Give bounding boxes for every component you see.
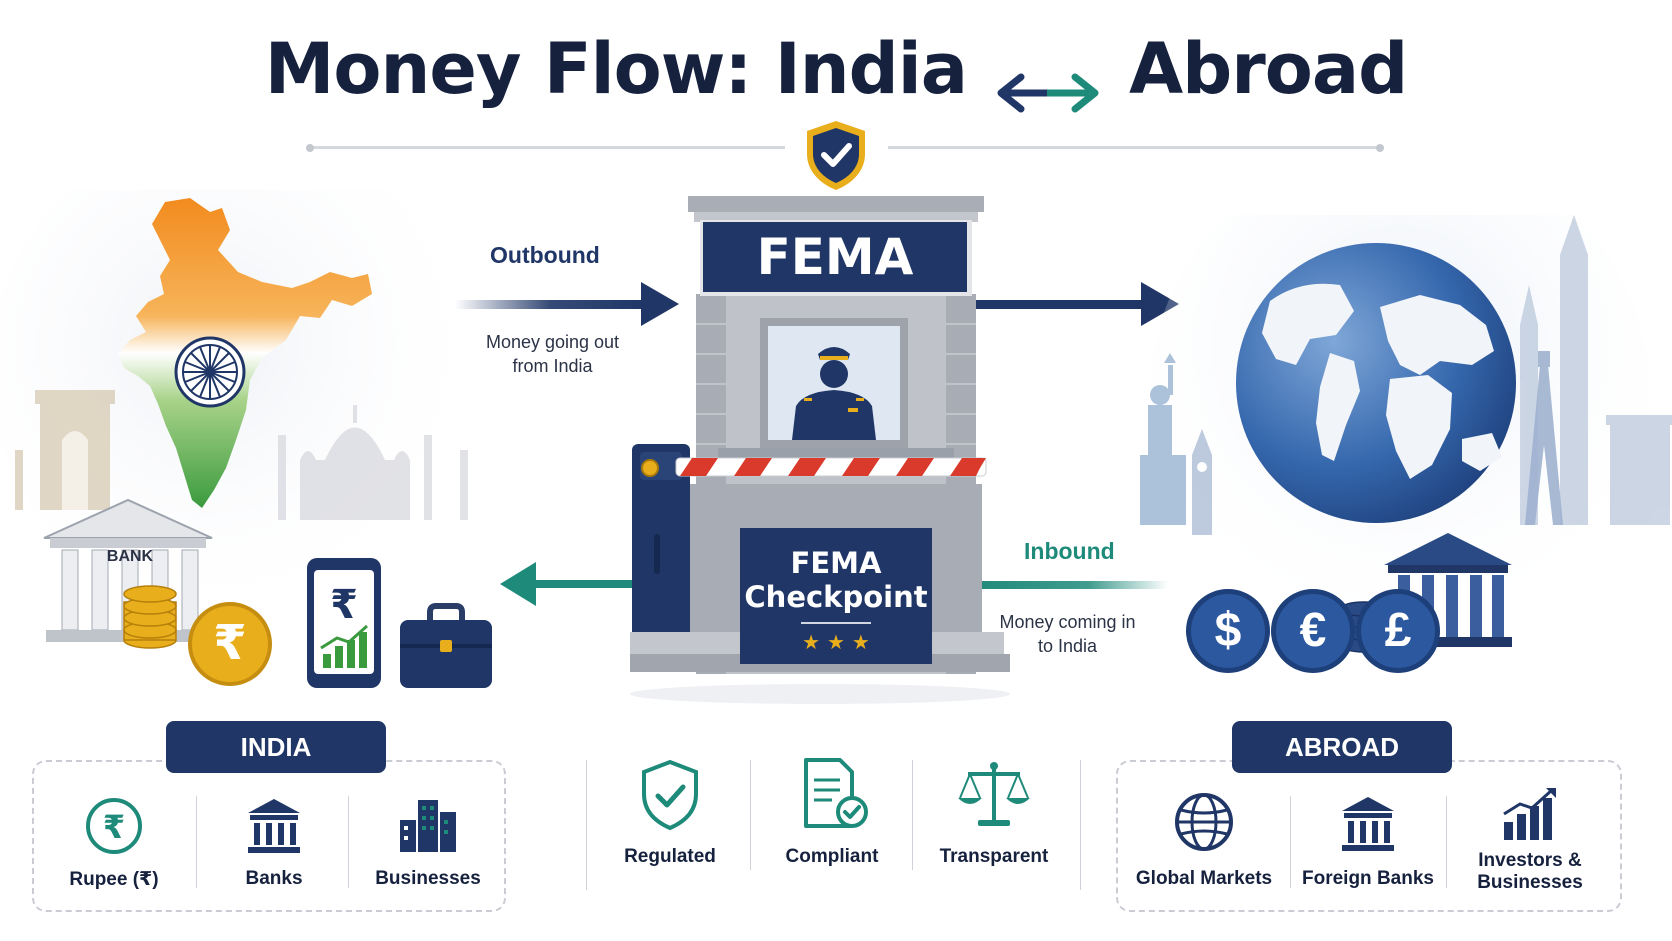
- rupee-coin: ₹: [188, 602, 272, 686]
- divider-dot-right: [1376, 144, 1384, 152]
- inbound-description: Money coming in to India: [990, 610, 1145, 658]
- investors-line2: Businesses: [1477, 872, 1583, 893]
- india-separator-1: [196, 796, 197, 888]
- india-separator-2: [348, 796, 349, 888]
- abroad-scene: [1136, 145, 1672, 705]
- abroad-item-global-markets: Global Markets: [1135, 868, 1273, 889]
- shield-check-icon: [638, 758, 702, 832]
- fema-sign: FEMA: [703, 222, 967, 292]
- abroad-separator-2: [1446, 796, 1447, 888]
- india-item-rupee: Rupee (₹): [69, 869, 159, 890]
- title-divider-right: [888, 146, 1381, 149]
- buildings-icon: [396, 792, 460, 856]
- bank-icon: [244, 795, 304, 855]
- shield-check-icon: [803, 118, 869, 192]
- svg-text:₹: ₹: [330, 582, 358, 628]
- center-separator-1: [750, 760, 751, 870]
- growth-chart-icon: [1500, 786, 1560, 844]
- abroad-item-investors: Investors & Businesses: [1456, 850, 1604, 894]
- center-border-left: [586, 760, 587, 890]
- outbound-arrow-right: [975, 276, 1180, 332]
- center-border-right: [1080, 760, 1081, 890]
- india-item-banks: Banks: [245, 868, 303, 889]
- outbound-desc-line2: from India: [512, 356, 593, 376]
- page-title: Money Flow: India Abroad: [0, 28, 1672, 113]
- euro-coin: €: [1271, 589, 1355, 673]
- document-check-icon: [800, 756, 870, 832]
- dollar-symbol: $: [1214, 604, 1242, 657]
- outbound-label: Outbound: [490, 242, 600, 268]
- pound-symbol: £: [1384, 604, 1412, 657]
- center-item-transparent: Transparent: [939, 846, 1049, 867]
- india-item-businesses: Businesses: [375, 868, 481, 889]
- center-item-regulated: Regulated: [624, 846, 716, 867]
- inbound-arrow-left: [498, 558, 676, 610]
- outbound-desc-line1: Money going out: [485, 332, 620, 352]
- title-divider-left: [310, 146, 785, 149]
- abroad-item-foreign-banks: Foreign Banks: [1302, 868, 1434, 889]
- checkpoint-divider: [801, 622, 871, 624]
- center-item-compliant: Compliant: [785, 846, 879, 867]
- checkpoint-stars: ★ ★ ★: [802, 630, 870, 654]
- pound-coin: £: [1356, 589, 1440, 673]
- inbound-desc-line2: to India: [1037, 636, 1098, 656]
- dollar-coin: $: [1186, 589, 1270, 673]
- foreign-bank-icon: [1338, 793, 1398, 853]
- abroad-panel-title: ABROAD: [1232, 721, 1452, 773]
- euro-symbol: €: [1299, 604, 1327, 657]
- divider-dot-left: [306, 144, 314, 152]
- inbound-arrow-right: [968, 578, 1168, 590]
- inbound-desc-line1: Money coming in: [999, 612, 1136, 632]
- title-left: Money Flow: India: [264, 28, 968, 110]
- india-scene: [0, 130, 500, 690]
- center-separator-2: [912, 760, 913, 870]
- briefcase-icon: [398, 600, 494, 690]
- outbound-description: Money going out from India: [470, 330, 635, 378]
- bidirectional-arrow-icon: [993, 48, 1103, 113]
- svg-text:₹: ₹: [103, 808, 125, 846]
- investors-line1: Investors &: [1478, 850, 1582, 871]
- phone-growth-icon: ₹: [305, 556, 383, 690]
- abroad-separator-1: [1290, 796, 1291, 888]
- title-right: Abroad: [1128, 28, 1408, 110]
- inbound-label: Inbound: [1024, 538, 1115, 564]
- checkpoint-line1: FEMA: [790, 546, 882, 580]
- rupee-symbol: ₹: [213, 617, 247, 670]
- india-panel-title: INDIA: [166, 721, 386, 773]
- checkpoint-line2: Checkpoint: [744, 580, 928, 614]
- globe-icon: [1172, 790, 1236, 854]
- fema-checkpoint-panel: FEMA Checkpoint ★ ★ ★: [740, 528, 932, 664]
- rupee-coin-icon: ₹: [84, 796, 144, 856]
- bank-sign: BANK: [106, 548, 154, 565]
- outbound-arrow-left: [455, 276, 680, 332]
- scales-icon: [956, 758, 1032, 830]
